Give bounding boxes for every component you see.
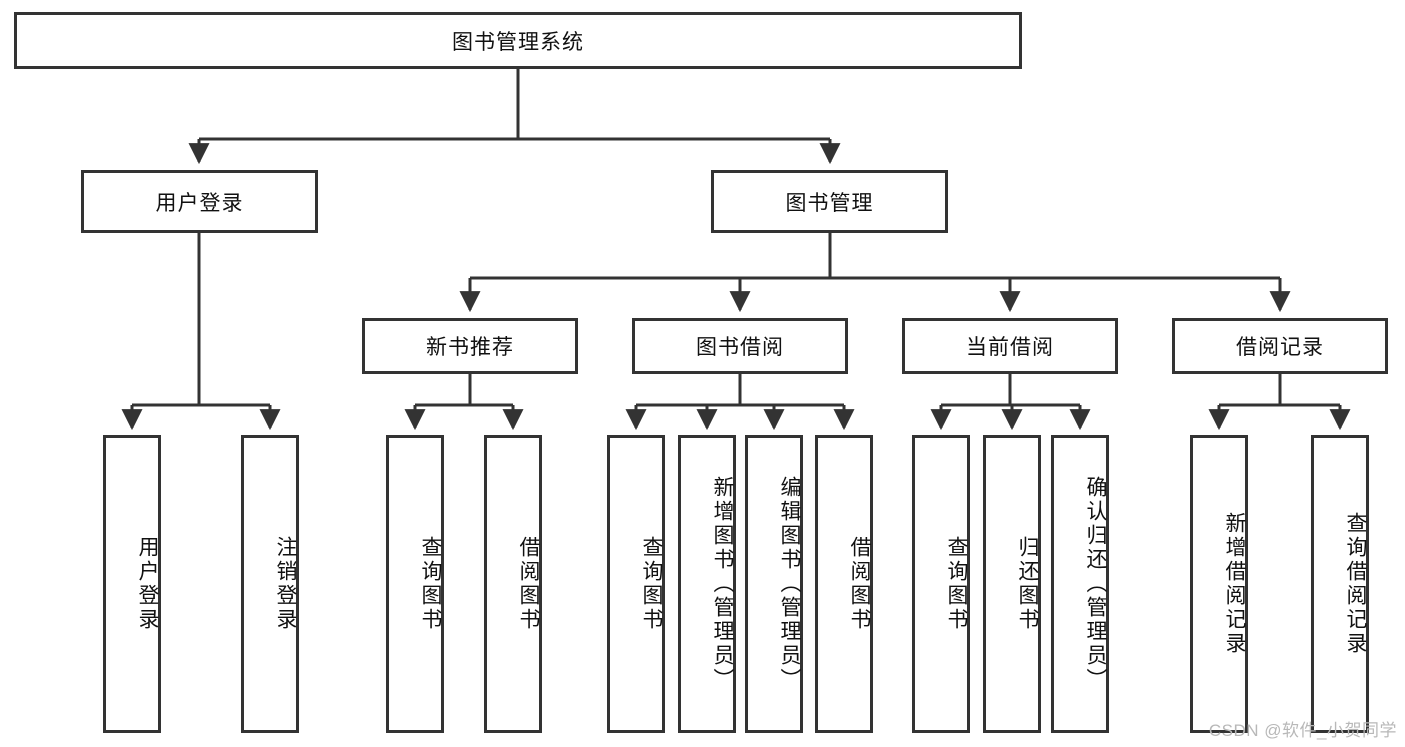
leaf-label: 新增借阅记录: [1223, 512, 1246, 656]
node-book-management[interactable]: 图书管理: [711, 170, 948, 233]
leaf-label: 编辑图书（管理员）: [778, 476, 801, 692]
leaf-bw-add-book-admin[interactable]: 新增图书（管理员）: [678, 435, 736, 733]
node-book-borrow[interactable]: 图书借阅: [632, 318, 848, 374]
leaf-br-add-record[interactable]: 新增借阅记录: [1190, 435, 1248, 733]
leaf-logout[interactable]: 注销登录: [241, 435, 299, 733]
node-user-login[interactable]: 用户登录: [81, 170, 318, 233]
leaf-bw-edit-book-admin[interactable]: 编辑图书（管理员）: [745, 435, 803, 733]
leaf-bw-query-book[interactable]: 查询图书: [607, 435, 665, 733]
leaf-label: 借阅图书: [517, 536, 540, 632]
node-current-borrow-label: 当前借阅: [966, 336, 1054, 359]
leaf-label: 查询图书: [945, 536, 968, 632]
leaf-user-login[interactable]: 用户登录: [103, 435, 161, 733]
leaf-label: 借阅图书: [848, 536, 871, 632]
node-root[interactable]: 图书管理系统: [14, 12, 1022, 69]
node-user-login-label: 用户登录: [155, 191, 244, 215]
leaf-br-query-record[interactable]: 查询借阅记录: [1311, 435, 1369, 733]
node-new-book-recommend[interactable]: 新书推荐: [362, 318, 578, 374]
node-book-management-label: 图书管理: [785, 191, 874, 215]
leaf-cb-return-book[interactable]: 归还图书: [983, 435, 1041, 733]
leaf-nb-query-book[interactable]: 查询图书: [386, 435, 444, 733]
leaf-nb-borrow-book[interactable]: 借阅图书: [484, 435, 542, 733]
node-current-borrow[interactable]: 当前借阅: [902, 318, 1118, 374]
leaf-bw-borrow-book[interactable]: 借阅图书: [815, 435, 873, 733]
leaf-label: 注销登录: [274, 536, 297, 632]
leaf-label: 归还图书: [1016, 536, 1039, 632]
leaf-label: 确认归还（管理员）: [1084, 476, 1107, 692]
node-new-book-recommend-label: 新书推荐: [426, 336, 514, 359]
node-borrow-record[interactable]: 借阅记录: [1172, 318, 1388, 374]
leaf-label: 新增图书（管理员）: [711, 476, 734, 692]
watermark-text: CSDN @软件_小贺同学: [1208, 721, 1397, 740]
leaf-label: 查询图书: [640, 536, 663, 632]
leaf-label: 查询借阅记录: [1344, 512, 1367, 656]
leaf-cb-query-book[interactable]: 查询图书: [912, 435, 970, 733]
node-book-borrow-label: 图书借阅: [696, 336, 784, 359]
node-root-label: 图书管理系统: [452, 30, 584, 54]
leaf-label: 查询图书: [419, 536, 442, 632]
leaf-cb-confirm-return-admin[interactable]: 确认归还（管理员）: [1051, 435, 1109, 733]
node-borrow-record-label: 借阅记录: [1236, 336, 1324, 359]
leaf-label: 用户登录: [136, 536, 159, 632]
